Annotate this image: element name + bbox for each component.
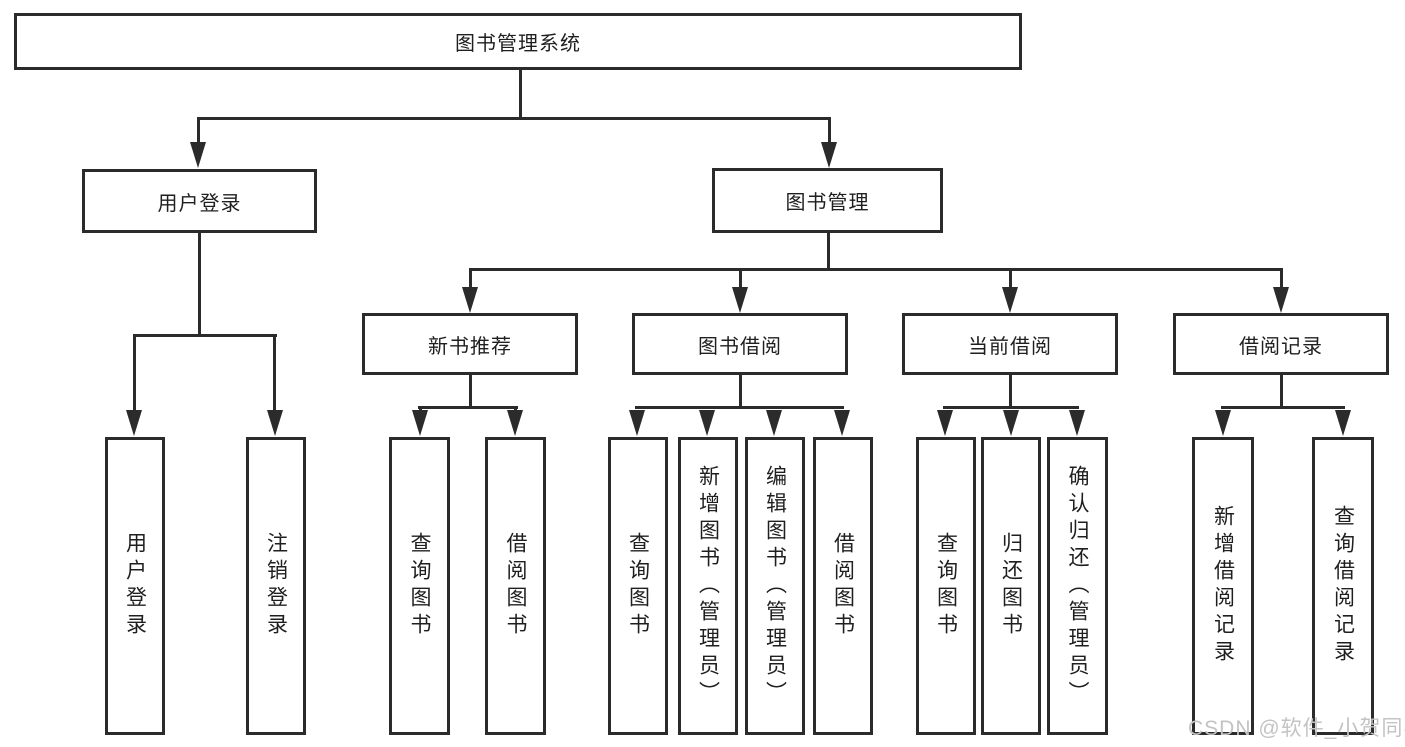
leaf-record-add: 新增借阅记录 [1192, 437, 1254, 735]
leaf-borrow-edit: 编辑图书（管理员） [745, 437, 805, 735]
node-borrow-record: 借阅记录 [1173, 313, 1389, 375]
connector-userlogin-stem [198, 233, 201, 337]
leaf-current-return-label: 归还图书 [999, 532, 1023, 640]
connector-newbook-stem [469, 375, 472, 409]
arrow-to-leaf-logout [267, 410, 283, 436]
connector-bookmgmt-stem [827, 233, 830, 270]
connector-root-right-drop [828, 117, 831, 145]
arrow-record-leaf-2 [1335, 410, 1351, 436]
leaf-current-confirm-label: 确认归还（管理员） [1066, 464, 1089, 708]
connector-userlogin-left-drop [133, 334, 136, 412]
connector-bookborrow-split [635, 406, 844, 409]
leaf-newbook-borrow: 借阅图书 [485, 437, 546, 735]
connector-bookmgmt-split [469, 268, 1283, 271]
leaf-current-return: 归还图书 [981, 437, 1041, 735]
connector-current-split [943, 406, 1079, 409]
leaf-borrow-query-label: 查询图书 [626, 532, 650, 640]
csdn-watermark: CSDN @软件_小贺同学 [1188, 717, 1405, 740]
arrow-current-leaf-1 [937, 410, 953, 436]
leaf-logout-label: 注销登录 [264, 532, 288, 640]
leaf-current-query-label: 查询图书 [934, 532, 958, 640]
connector-newbook-split [418, 406, 518, 409]
node-current-borrow: 当前借阅 [902, 313, 1118, 375]
connector-l3-drop-1 [469, 268, 472, 290]
leaf-record-add-label: 新增借阅记录 [1211, 505, 1235, 667]
arrow-to-current-borrow [1002, 287, 1018, 313]
arrow-newbook-leaf-1 [412, 410, 428, 436]
arrow-to-new-book [462, 287, 478, 313]
leaf-borrow-add-label: 新增图书（管理员） [696, 464, 720, 708]
arrow-to-user-login [190, 142, 206, 168]
leaf-borrow-borrow-label: 借阅图书 [831, 532, 855, 640]
connector-root-stem [519, 70, 522, 118]
arrow-bookborrow-leaf-3 [766, 410, 782, 436]
connector-userlogin-right-drop [273, 334, 276, 412]
leaf-user-login: 用户登录 [105, 437, 165, 735]
leaf-user-login-label: 用户登录 [123, 532, 147, 640]
leaf-borrow-add: 新增图书（管理员） [678, 437, 738, 735]
connector-userlogin-split [133, 334, 277, 337]
arrow-to-borrow-record [1273, 287, 1289, 313]
leaf-borrow-query: 查询图书 [608, 437, 668, 735]
arrow-to-book-mgmt [821, 142, 837, 168]
arrow-bookborrow-leaf-2 [699, 410, 715, 436]
arrow-bookborrow-leaf-1 [629, 410, 645, 436]
arrow-record-leaf-1 [1215, 410, 1231, 436]
leaf-logout: 注销登录 [246, 437, 306, 735]
leaf-current-confirm: 确认归还（管理员） [1047, 437, 1108, 735]
node-book-borrow: 图书借阅 [632, 313, 848, 375]
leaf-newbook-borrow-label: 借阅图书 [504, 532, 527, 640]
arrow-newbook-leaf-2 [507, 410, 523, 436]
leaf-current-query: 查询图书 [916, 437, 976, 735]
arrow-current-leaf-2 [1003, 410, 1019, 436]
connector-l3-drop-4 [1280, 268, 1283, 290]
leaf-record-query: 查询借阅记录 [1312, 437, 1374, 735]
leaf-borrow-edit-label: 编辑图书（管理员） [763, 464, 787, 708]
connector-record-split [1221, 406, 1345, 409]
arrow-to-book-borrow [732, 287, 748, 313]
leaf-newbook-query: 查询图书 [389, 437, 450, 735]
node-user-login: 用户登录 [82, 169, 317, 233]
arrow-current-leaf-3 [1069, 410, 1085, 436]
node-root: 图书管理系统 [14, 13, 1022, 70]
connector-current-stem [1009, 375, 1012, 409]
connector-l3-drop-3 [1009, 268, 1012, 290]
connector-bookborrow-stem [739, 375, 742, 409]
connector-l3-drop-2 [739, 268, 742, 290]
arrow-to-leaf-user-login [126, 410, 142, 436]
node-new-book: 新书推荐 [362, 313, 578, 375]
leaf-newbook-query-label: 查询图书 [408, 532, 431, 640]
connector-record-stem [1280, 375, 1283, 409]
connector-root-split [198, 117, 831, 120]
leaf-borrow-borrow: 借阅图书 [813, 437, 873, 735]
node-book-mgmt: 图书管理 [712, 168, 943, 233]
arrow-bookborrow-leaf-4 [834, 410, 850, 436]
leaf-record-query-label: 查询借阅记录 [1331, 505, 1355, 667]
connector-root-left-drop [197, 117, 200, 145]
